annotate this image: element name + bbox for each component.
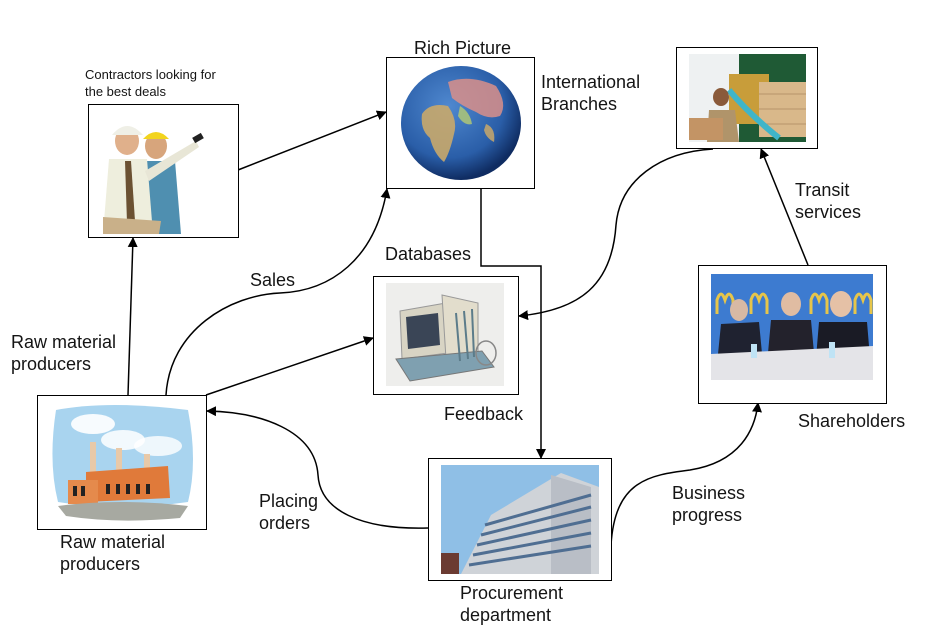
- edge-transit-to-databases: [518, 148, 714, 321]
- transit-services-label: Transit services: [795, 180, 862, 222]
- raw-materials-node[interactable]: [37, 395, 207, 530]
- edge-raw-to-databases: [205, 336, 374, 396]
- procurement-node[interactable]: [428, 458, 612, 581]
- warehouse-worker-photo-icon: [689, 54, 806, 142]
- factory-clipart-icon: [48, 402, 198, 524]
- edge-contractors-to-international: [237, 110, 387, 171]
- international-node[interactable]: [386, 57, 535, 189]
- international-label: International Branches: [541, 72, 641, 114]
- computer-diagram-photo-icon: [386, 283, 504, 386]
- diagram-title: Rich Picture: [414, 38, 512, 58]
- office-building-photo-icon: [441, 465, 599, 574]
- databases-label: Databases: [385, 244, 472, 264]
- edge-business-progress: [610, 402, 762, 546]
- placing-orders-label: Placing orders: [259, 491, 319, 533]
- sales-label: Sales: [250, 270, 296, 290]
- raw-to-contractors-label: Raw material producers: [11, 332, 117, 374]
- shareholders-node[interactable]: [698, 265, 887, 404]
- raw-materials-label: Raw material producers: [60, 532, 166, 574]
- shareholders-label: Shareholders: [798, 411, 906, 431]
- edge-feedback: [480, 188, 546, 459]
- feedback-label: Feedback: [444, 404, 524, 424]
- edge-transit-services: [759, 148, 809, 266]
- edge-sales: [165, 188, 391, 396]
- business-progress-label: Business progress: [672, 483, 746, 525]
- contractors-node[interactable]: [88, 104, 239, 238]
- construction-workers-photo-icon: [101, 111, 206, 234]
- edge-raw-to-contractors: [127, 237, 138, 396]
- databases-node[interactable]: [373, 276, 519, 395]
- edge-placing-orders: [206, 406, 429, 529]
- transit-node[interactable]: [676, 47, 818, 149]
- globe-photo-icon: [400, 64, 522, 182]
- board-meeting-photo-icon: [711, 274, 873, 380]
- arches-backdrop-icon: [715, 292, 873, 314]
- contractors-label: Contractors looking for the best deals: [85, 67, 216, 99]
- procurement-label: Procurement department: [460, 583, 564, 625]
